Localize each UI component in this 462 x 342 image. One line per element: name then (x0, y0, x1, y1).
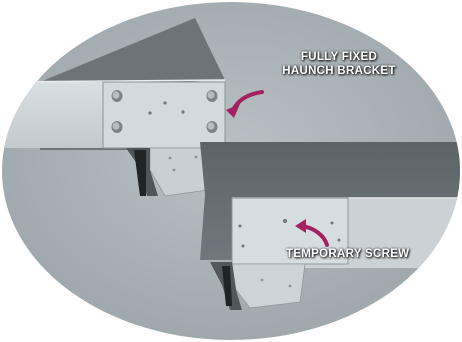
upper-bracket-plate (103, 82, 225, 148)
fully-fixed-haunch-bracket-label: FULLY FIXED HAUNCH BRACKET (264, 50, 414, 78)
fully-fixed-line1: FULLY FIXED (264, 50, 414, 64)
temporary-screw-label: TEMPORARY SCREW (286, 247, 409, 261)
fully-fixed-line2: HAUNCH BRACKET (264, 64, 414, 78)
